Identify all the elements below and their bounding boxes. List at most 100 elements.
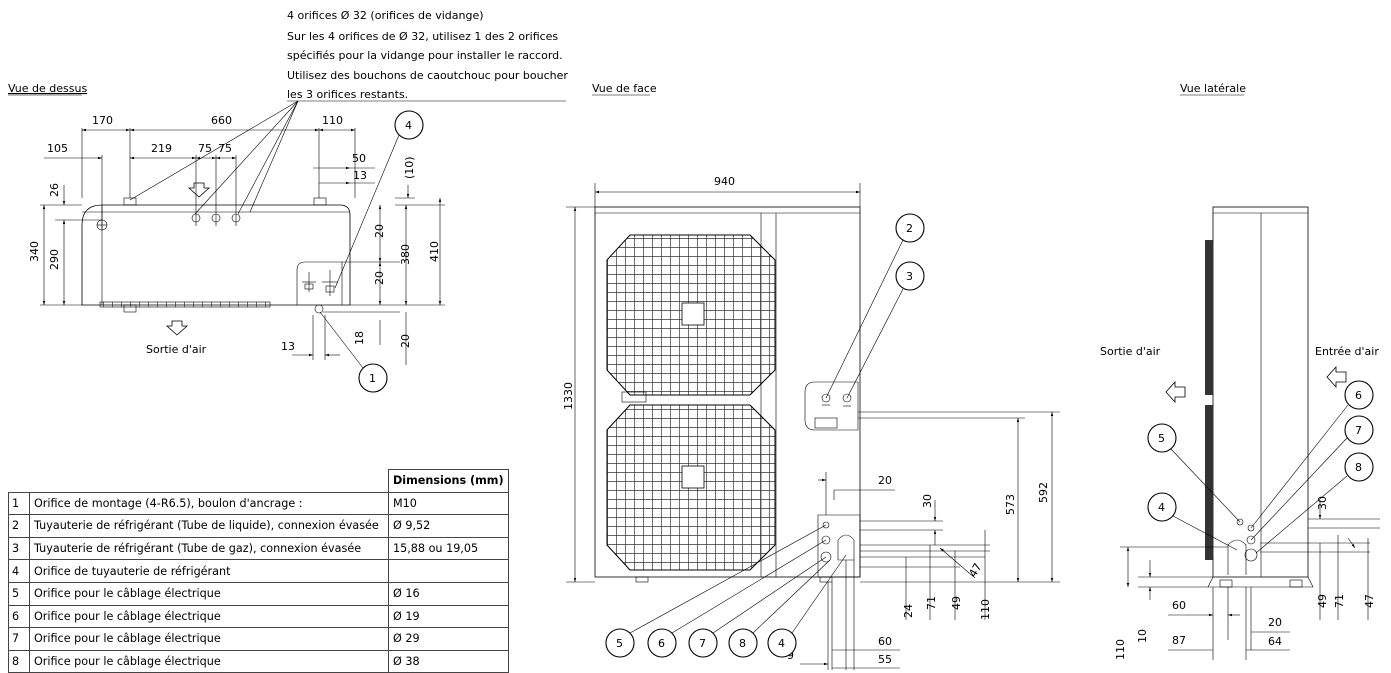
- side-dim-64: 64: [1268, 635, 1282, 648]
- side-view-title: Vue latérale: [1180, 82, 1246, 95]
- row-number: 3: [8, 536, 30, 561]
- drain-note-line-4: Utilisez des bouchons de caoutchouc pour…: [287, 69, 568, 82]
- drain-note-line-3: spécifiés pour la vidange pour installer…: [287, 49, 563, 62]
- row-number: 2: [8, 514, 30, 538]
- table-row: 8 Orifice pour le câblage électrique Ø 3…: [8, 649, 509, 673]
- top-dim-660: 660: [211, 114, 232, 127]
- row-number: 7: [8, 627, 30, 651]
- callout-5-label: 5: [616, 637, 623, 650]
- top-dim-20b: 20: [373, 271, 386, 285]
- top-dim-340: 340: [28, 241, 41, 262]
- top-dim-13a: 13: [353, 169, 367, 182]
- callout-5-side-label: 5: [1158, 432, 1165, 445]
- row-number: 6: [8, 604, 30, 629]
- row-description: Orifice pour le câblage électrique: [29, 649, 389, 673]
- top-dim-50: 50: [352, 152, 366, 165]
- callout-1-top-label: 1: [369, 372, 376, 385]
- side-dim-110: 110: [1114, 639, 1127, 660]
- side-air-out-label: Sortie d'air: [1100, 345, 1161, 358]
- side-dim-49: 49: [1316, 594, 1329, 608]
- table-row: 5 Orifice pour le câblage électrique Ø 1…: [8, 581, 509, 606]
- front-dim-20: 20: [878, 474, 892, 487]
- top-dim-75a: 75: [198, 142, 212, 155]
- side-view: Sortie d'air Entrée d'air 5 4 6 7 8 30 4…: [1100, 206, 1380, 660]
- row-value: Ø 9,52: [388, 514, 509, 538]
- top-dim-410: 410: [428, 241, 441, 262]
- front-dim-592: 592: [1037, 482, 1050, 503]
- top-dim-170: 170: [92, 114, 113, 127]
- row-number: 8: [8, 649, 30, 673]
- callout-7-side-label: 7: [1355, 424, 1362, 437]
- callout-6-side: [1344, 380, 1374, 410]
- side-dim-10: 10: [1136, 629, 1149, 643]
- drain-note-line-1: 4 orifices Ø 32 (orifices de vidange): [287, 9, 484, 22]
- side-dim-20: 20: [1268, 616, 1282, 629]
- top-dim-10: (10): [403, 156, 416, 179]
- callout-4-front-label: 4: [778, 637, 785, 650]
- callout-1-top: [358, 363, 388, 393]
- callout-8-side: [1344, 452, 1374, 482]
- callout-7-label: 7: [699, 637, 706, 650]
- front-dim-47: 47: [966, 561, 984, 580]
- row-description: Tuyauterie de réfrigérant (Tube de liqui…: [29, 514, 389, 538]
- row-description: Orifice de montage (4-R6.5), boulon d'an…: [29, 491, 389, 516]
- table-header-dimensions: Dimensions (mm): [388, 469, 509, 493]
- top-dim-20a: 20: [373, 224, 386, 238]
- front-view-title: Vue de face: [592, 82, 657, 95]
- drain-note: 4 orifices Ø 32 (orifices de vidange) Su…: [287, 9, 568, 101]
- front-dim-30: 30: [921, 494, 934, 508]
- front-dim-1330: 1330: [562, 382, 575, 410]
- front-dim-60: 60: [878, 635, 892, 648]
- table-row: 1 Orifice de montage (4-R6.5), boulon d'…: [8, 491, 509, 516]
- side-dim-30: 30: [1316, 496, 1329, 510]
- callout-8-front: [728, 628, 758, 658]
- side-dim-60: 60: [1172, 599, 1186, 612]
- callout-4-top: [394, 110, 424, 140]
- callout-4-top-label: 4: [405, 119, 412, 132]
- callout-6-front: [647, 628, 677, 658]
- callout-6-label: 6: [658, 637, 665, 650]
- front-dim-110: 110: [979, 599, 992, 620]
- top-dim-290: 290: [48, 249, 61, 270]
- row-value: M10: [388, 491, 509, 516]
- side-dim-47: 47: [1363, 594, 1376, 608]
- drain-note-line-5: les 3 orifices restants.: [287, 88, 408, 101]
- row-number: 1: [8, 491, 30, 516]
- top-dim-20c: 20: [399, 334, 412, 348]
- front-view: 940 1330 5 7 3 592 20 30 47: [562, 175, 1060, 670]
- callout-4-side: [1147, 492, 1177, 522]
- callout-4-side-label: 4: [1158, 501, 1165, 514]
- top-view: Sortie d'air 170 660 110 105 219 75 75 5…: [28, 110, 445, 393]
- front-dim-71: 71: [925, 596, 938, 610]
- front-dim-49: 49: [950, 596, 963, 610]
- callout-3-label: 3: [906, 270, 913, 283]
- drain-note-line-2: Sur les 4 orifices de Ø 32, utilisez 1 d…: [287, 30, 558, 43]
- side-dim-87: 87: [1172, 634, 1186, 647]
- callout-6-side-label: 6: [1355, 389, 1362, 402]
- row-value: Ø 29: [388, 627, 509, 651]
- row-description: Orifice pour le câblage électrique: [29, 581, 389, 606]
- side-air-in-label: Entrée d'air: [1315, 345, 1379, 358]
- row-number: 5: [8, 581, 30, 606]
- callout-8-label: 8: [739, 637, 746, 650]
- row-description: Tuyauterie de réfrigérant (Tube de gaz),…: [29, 536, 389, 561]
- table-row: 3 Tuyauterie de réfrigérant (Tube de gaz…: [8, 536, 509, 561]
- row-description: Orifice pour le câblage électrique: [29, 627, 389, 651]
- front-dim-9: 9: [787, 649, 794, 662]
- side-dim-71: 71: [1333, 594, 1346, 608]
- callout-3-front: [895, 261, 925, 291]
- row-value: Ø 19: [388, 604, 509, 629]
- front-dim-940: 940: [714, 175, 735, 188]
- callout-2-label: 2: [906, 222, 913, 235]
- top-dim-18: 18: [353, 331, 366, 345]
- top-view-title: Vue de dessus: [8, 82, 87, 95]
- top-air-out-label: Sortie d'air: [146, 343, 207, 356]
- callout-5-side: [1147, 423, 1177, 453]
- table-header-row: Dimensions (mm): [9, 469, 509, 493]
- front-dim-55: 55: [878, 653, 892, 666]
- dimensions-table: Dimensions (mm) 1 Orifice de montage (4-…: [8, 469, 509, 673]
- row-value: Ø 38: [388, 649, 509, 673]
- front-dim-24: 24: [902, 604, 915, 618]
- top-dim-105: 105: [47, 142, 68, 155]
